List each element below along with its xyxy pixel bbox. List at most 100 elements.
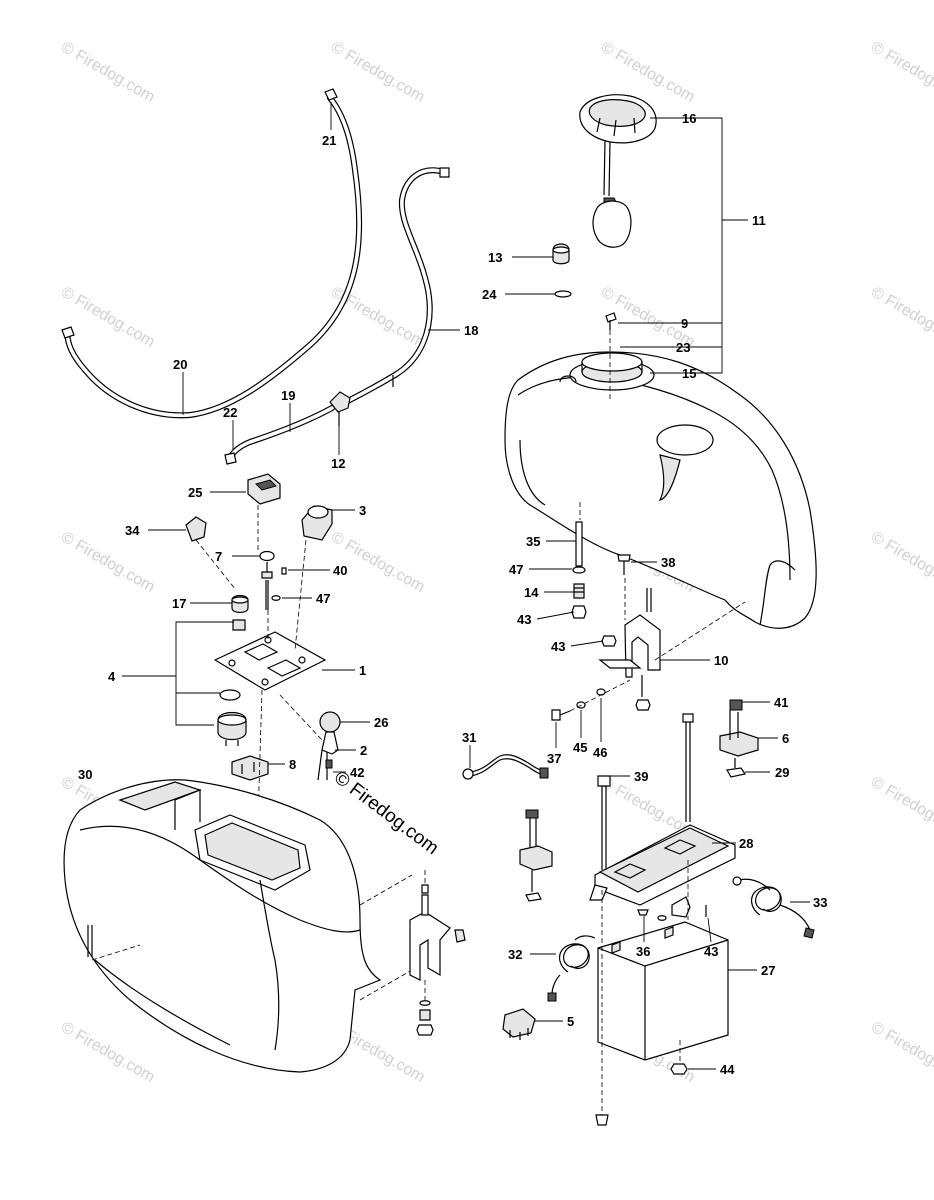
clip-29	[726, 767, 746, 778]
cable-33-lead	[739, 878, 771, 891]
callout-28: 28	[739, 836, 753, 851]
callout-10: 10	[714, 653, 728, 668]
callout-11: 11	[752, 213, 766, 228]
hood-bracket-body	[409, 911, 451, 981]
watermark-text: © Firedog.com	[58, 1019, 158, 1086]
callout-6: 6	[782, 731, 789, 746]
watermark-text: © Firedog.com	[868, 774, 934, 841]
screw-38	[617, 554, 631, 562]
battery-terminal-b	[664, 926, 674, 939]
hood-bracket-spring	[419, 1009, 431, 1021]
callout-leaders	[122, 102, 810, 1070]
fuel-tank-ridge-3	[759, 560, 796, 626]
bolt-37-axis	[569, 679, 631, 712]
bushing-17-top	[231, 596, 249, 604]
cable-33-lead-2	[779, 904, 811, 931]
battery-terminal-a	[611, 941, 621, 954]
watermark-text: © Firedog.com	[58, 529, 158, 596]
callout-41: 41	[774, 695, 788, 710]
knob-34	[185, 516, 207, 542]
hood-console-slot	[174, 789, 201, 830]
hose-fitting-21	[324, 88, 338, 101]
callout-1: 1	[359, 663, 366, 678]
hood-to-bracket	[359, 874, 413, 1001]
callout-7: 7	[215, 549, 222, 564]
bracket-10	[624, 614, 661, 678]
callout-26: 26	[374, 715, 388, 730]
switch-8	[231, 755, 269, 781]
cable-31-lug-right	[539, 767, 549, 779]
callout-15: 15	[682, 366, 696, 381]
bracket-to-tank	[654, 601, 746, 661]
cable-31	[469, 754, 546, 773]
solenoid-6-lead	[729, 710, 739, 740]
callout-9: 9	[681, 316, 688, 331]
callout-17: 17	[172, 596, 186, 611]
screw-42	[325, 759, 333, 769]
callout-labels: 16 11 13 24 9 23 15 21 18 20 22 19 12 25…	[78, 111, 827, 1077]
fuel-tank-15	[504, 351, 817, 629]
switch-4-top	[217, 714, 247, 726]
switch-8-detail	[241, 762, 255, 774]
fuel-tank-body	[504, 351, 817, 629]
callout-21: 21	[322, 133, 336, 148]
callout-47-right: 47	[509, 562, 523, 577]
watermark-text: © Firedog.com	[868, 529, 934, 596]
battery-rod-39	[601, 786, 607, 870]
lever-2-axis	[279, 694, 323, 741]
hose-19-inner	[228, 406, 334, 460]
callout-38: 38	[661, 555, 675, 570]
fuel-cap-ribs	[596, 117, 636, 137]
callout-22: 22	[223, 405, 237, 420]
battery-27-edge	[597, 939, 729, 1060]
callout-47-left: 47	[316, 591, 330, 606]
hood-bracket-roller	[454, 929, 466, 943]
leader-43b	[570, 640, 604, 647]
callout-30: 30	[78, 767, 92, 782]
washer-47-right	[572, 566, 586, 574]
switch-4-pins	[225, 740, 239, 746]
cap-25-face	[255, 479, 277, 491]
callout-8: 8	[289, 757, 296, 772]
battery-rod-top-cap	[682, 713, 694, 723]
fuel-cap-gasket-plate	[592, 200, 632, 248]
mounting-plate-hole	[298, 656, 306, 664]
callout-36: 36	[636, 944, 650, 959]
callout-45: 45	[573, 740, 587, 755]
watermark-text: © Firedog.com	[868, 39, 934, 106]
hood-console-inner	[204, 822, 301, 881]
cable-32-lug	[547, 992, 557, 1002]
hood-bracket	[409, 870, 466, 1036]
switch-3-axis	[294, 539, 307, 651]
tank-mount-pin	[646, 588, 652, 612]
callout-25: 25	[188, 485, 202, 500]
hose-20-inner	[65, 96, 362, 418]
callout-40: 40	[333, 563, 347, 578]
hood-pin-axis	[91, 944, 141, 961]
nut-43-b	[601, 635, 617, 647]
battery-rod-top	[685, 722, 691, 822]
callout-42: 42	[350, 765, 364, 780]
pin-35	[575, 521, 583, 567]
mounting-plate-1-holes	[243, 643, 302, 677]
fuel-cap-strap	[603, 139, 606, 196]
ignition-switch-3-key	[307, 505, 329, 519]
callout-34: 34	[125, 523, 140, 538]
hose-18-inner	[338, 168, 446, 407]
watermark-text: © Firedog.com	[328, 39, 428, 106]
battery-27	[597, 921, 729, 1061]
battery-tray-28-top	[598, 827, 730, 893]
battery-clamp	[671, 896, 691, 918]
washer-4	[219, 689, 241, 701]
washer-24	[554, 290, 572, 298]
hood-30	[63, 779, 413, 1073]
nut-43-c	[635, 699, 651, 711]
connector-block-foot	[525, 892, 542, 902]
connector-block	[519, 845, 553, 871]
watermark-text: © Firedog.com	[868, 284, 934, 351]
spring-14-coils	[574, 587, 584, 593]
fuel-hose-assembly	[61, 88, 450, 465]
callout-5: 5	[567, 1014, 574, 1029]
cable-32-coil	[559, 943, 590, 973]
